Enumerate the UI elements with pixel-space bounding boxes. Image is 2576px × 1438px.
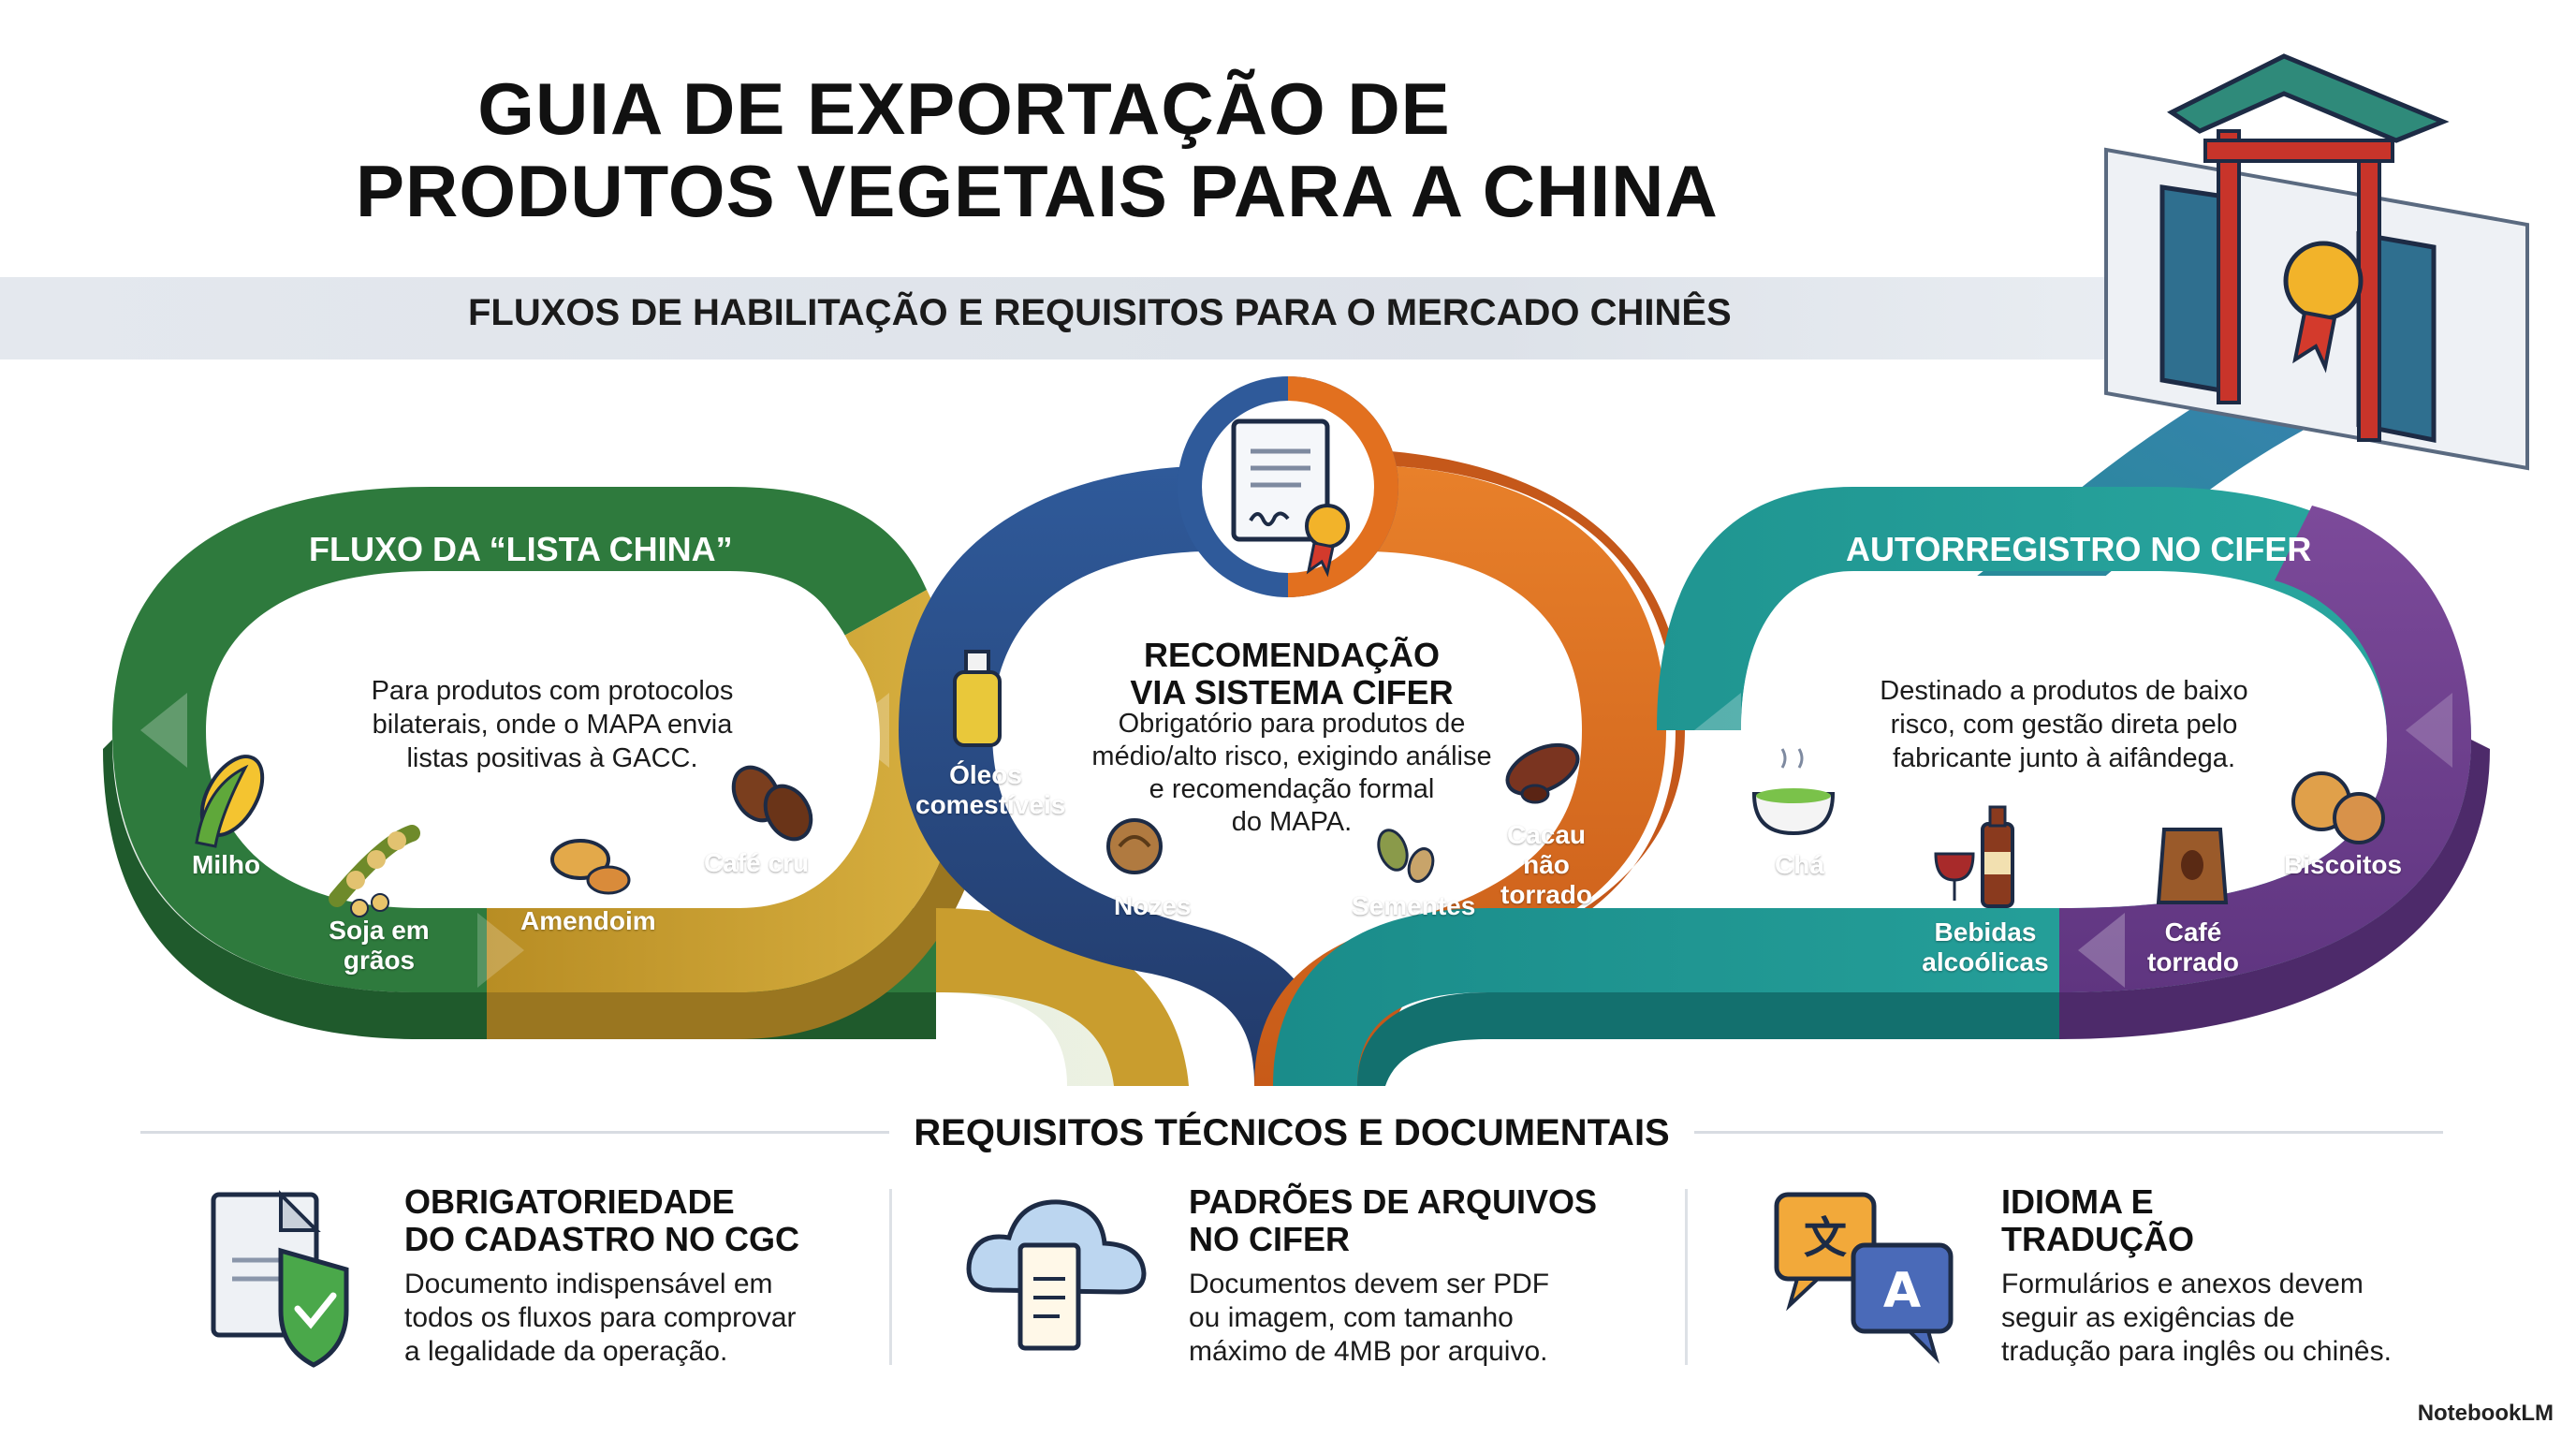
requirements-separator-2 — [1685, 1189, 1688, 1365]
coffee-bean-icon — [731, 765, 813, 842]
flow-autorregistro-title: AUTORREGISTRO NO CIFER — [1846, 530, 2312, 568]
svg-text:文: 文 — [1804, 1212, 1847, 1263]
req-arquivos-title: PADRÕES DE ARQUIVOS NO CIFER — [1189, 1182, 1598, 1258]
product-soja: Soja em grãos — [329, 916, 430, 975]
requirements-divider-left — [140, 1131, 889, 1134]
flow-lista-china-track — [103, 487, 1189, 1086]
brand-watermark: NotebookLM — [2417, 1401, 2554, 1426]
svg-text:A: A — [1883, 1263, 1921, 1319]
title-line-2: PRODUTOS VEGETAIS PARA A CHINA — [356, 150, 1719, 232]
req-cgc-text: Documento indispensável em todos os flux… — [404, 1269, 797, 1367]
title-line-1: GUIA DE EXPORTAÇÃO DE — [477, 67, 1451, 150]
product-sementes: Sementes — [1352, 891, 1476, 920]
wine-bottle-icon — [1934, 805, 2014, 908]
req-idioma-title: IDIOMA E TRADUÇÃO — [2001, 1182, 2194, 1258]
flow-autorregistro-description: Destinado a produtos de baixo risco, com… — [1880, 676, 2248, 773]
flow-recomendacao-description: Obrigatório para produtos de médio/alto … — [1091, 709, 1492, 837]
cacao-icon — [1505, 742, 1580, 804]
document-shield-icon — [211, 1190, 349, 1368]
product-amendoim: Amendoim — [520, 906, 656, 935]
req-idioma-text: Formulários e anexos devem seguir as exi… — [2001, 1269, 2392, 1367]
walnut-icon — [1106, 818, 1163, 874]
product-cafe-cru: Café cru — [704, 848, 810, 877]
corn-icon — [195, 755, 265, 848]
page-title: GUIA DE EXPORTAÇÃO DE PRODUTOS VEGETAIS … — [356, 67, 1719, 232]
product-nozes: Nozes — [1114, 891, 1192, 920]
tea-cup-icon — [1751, 748, 1836, 836]
translate-icon: 文 A — [1774, 1192, 1954, 1364]
soybean-icon — [329, 825, 420, 917]
biscuit-icon — [2291, 771, 2385, 844]
product-biscoitos: Biscoitos — [2284, 850, 2403, 879]
product-bebidas: Bebidas alcoólicas — [1922, 917, 2049, 976]
cloud-file-icon — [966, 1199, 1147, 1351]
oil-bottle-icon — [953, 650, 1002, 747]
product-cacau: Cacau não torrado — [1500, 820, 1592, 909]
product-oleos: Óleos comestíveis — [915, 760, 1066, 819]
coffee-bag-icon — [2156, 828, 2229, 904]
product-cafe-torrado: Café torrado — [2147, 917, 2239, 976]
certificate-icon — [1231, 418, 1350, 578]
requirements-separator-1 — [889, 1189, 892, 1365]
product-cha: Chá — [1775, 850, 1824, 879]
peanut-icon — [550, 839, 631, 895]
requirements-title: REQUISITOS TÉCNICOS E DOCUMENTAIS — [914, 1112, 1670, 1153]
page-subtitle: FLUXOS DE HABILITAÇÃO E REQUISITOS PARA … — [468, 292, 1732, 333]
flow-autorregistro-track — [1273, 487, 2490, 1086]
req-arquivos-text: Documentos devem ser PDF ou imagem, com … — [1189, 1269, 1550, 1367]
gate-icon — [2104, 53, 2529, 471]
flow-recomendacao-title: RECOMENDAÇÃO VIA SISTEMA CIFER — [1130, 636, 1454, 712]
req-cgc-title: OBRIGATORIEDADE DO CADASTRO NO CGC — [404, 1182, 799, 1258]
requirements-divider-right — [1694, 1131, 2443, 1134]
flow-lista-china-description: Para produtos com protocolos bilaterais,… — [371, 676, 734, 773]
product-milho: Milho — [192, 850, 261, 879]
flow-lista-china-title: FLUXO DA “LISTA CHINA” — [309, 530, 733, 568]
seeds-icon — [1377, 829, 1435, 883]
subtitle-band — [0, 277, 2134, 360]
